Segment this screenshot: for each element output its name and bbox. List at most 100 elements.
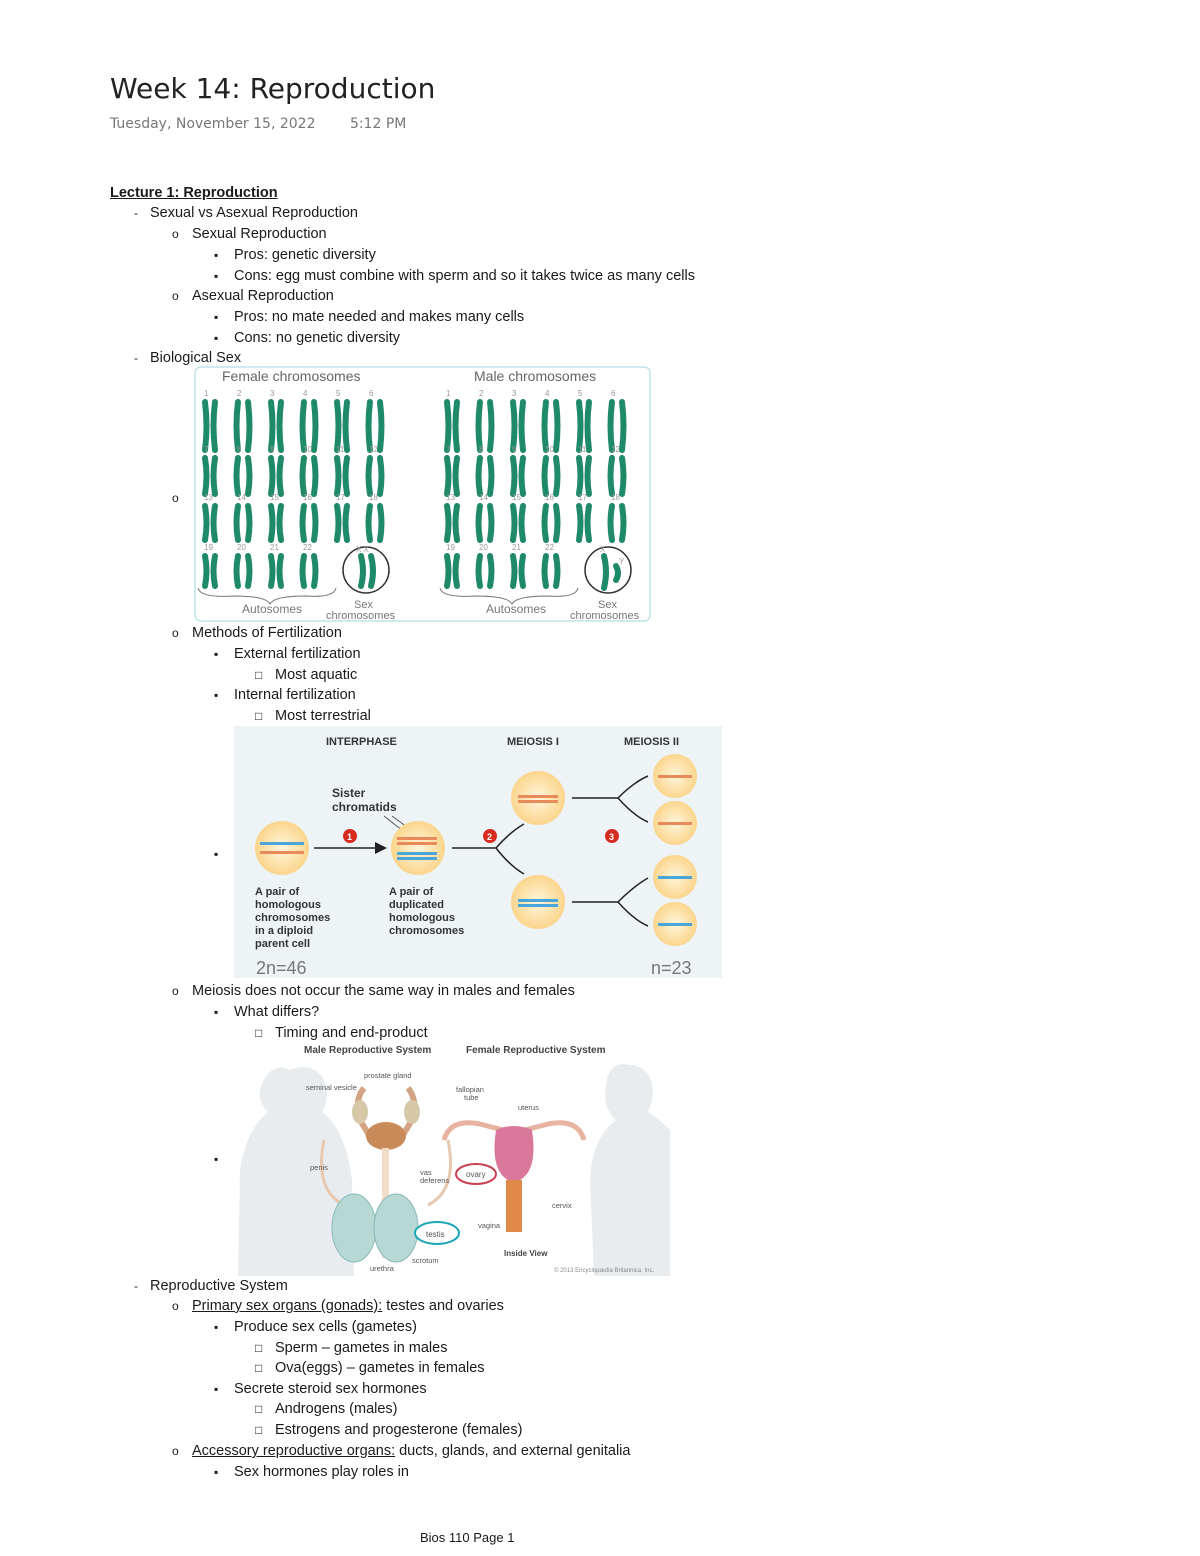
chromosome	[210, 399, 218, 453]
testis-highlight	[414, 1221, 460, 1245]
chromosome	[444, 399, 452, 453]
chromatids-label: chromatids	[332, 800, 397, 814]
bullet-marker: ▪	[214, 1005, 219, 1019]
chromosome	[452, 399, 460, 453]
chromosome	[658, 923, 692, 926]
outline-line: Pros: genetic diversity	[234, 247, 376, 263]
chromosome	[377, 399, 385, 453]
chromatid	[518, 800, 558, 803]
bullet-marker: □	[255, 709, 263, 723]
chromosome	[607, 503, 615, 543]
sex-label-male: Sex	[598, 599, 617, 611]
outline-line: Produce sex cells (gametes)	[234, 1319, 417, 1335]
chromosome	[311, 553, 319, 589]
chromosome	[365, 455, 373, 497]
chromosome	[584, 503, 592, 543]
chromosome	[334, 399, 342, 453]
interphase-label: INTERPHASE	[326, 736, 397, 748]
caption-a-line: homologous	[255, 899, 321, 911]
sex-chromosome	[601, 553, 609, 591]
chromosome	[210, 455, 218, 497]
chromosome	[607, 399, 615, 453]
page-date: Tuesday, November 15, 2022	[110, 116, 316, 132]
chromosome	[541, 553, 549, 589]
outline-line: Meiosis does not occur the same way in m…	[192, 983, 575, 999]
chromosome	[342, 503, 350, 543]
inside-view-label: Inside View	[504, 1249, 548, 1258]
outline-line: Asexual Reproduction	[192, 288, 334, 304]
outline-line: Reproductive System	[150, 1278, 288, 1294]
chromosome-number: 1	[446, 389, 451, 398]
sex-chromosome-letters: X X	[356, 545, 370, 554]
vagina-label: vagina	[478, 1221, 501, 1230]
chromosome	[553, 503, 561, 543]
bullet-marker: ▪	[214, 269, 219, 283]
chromatid	[397, 852, 437, 855]
chromosome	[299, 553, 307, 589]
chromosome-number: 19	[204, 543, 213, 552]
chromosome	[276, 399, 284, 453]
outline-line: Methods of Fertilization	[192, 625, 342, 641]
chromosome-number: 17	[578, 493, 587, 502]
sister-label: Sister	[332, 786, 366, 800]
chromosome-number: 19	[446, 543, 455, 552]
sex-chromosome-circle	[584, 546, 632, 594]
chromosome	[518, 503, 526, 543]
chromosome	[311, 503, 319, 543]
figure-border	[194, 366, 651, 622]
outline-line: Sex hormones play roles in	[234, 1464, 409, 1480]
outline-line: Cons: egg must combine with sperm and so…	[234, 268, 695, 284]
chromosome	[233, 503, 241, 543]
caption-b-line: A pair of	[389, 886, 434, 898]
chromosome-number: 15	[512, 493, 521, 502]
chromosome	[245, 399, 253, 453]
copyright-label: © 2013 Encyclopædia Britannica, Inc.	[554, 1267, 654, 1274]
chromosome-number: 13	[204, 493, 213, 502]
bullet-marker: o	[172, 1444, 179, 1458]
chromosome-number: 22	[545, 543, 554, 552]
bullet-marker: □	[255, 668, 263, 682]
reproductive-system-figure: Male Reproductive System Female Reproduc…	[238, 1045, 670, 1276]
testis-label: testis	[426, 1230, 445, 1239]
chromatid	[518, 904, 558, 907]
chromosome	[245, 503, 253, 543]
chromosome	[342, 399, 350, 453]
chromosome	[268, 455, 276, 497]
figure-background	[234, 726, 722, 978]
chromosome	[444, 455, 452, 497]
chromatid	[518, 795, 558, 798]
split-arrow	[572, 775, 649, 823]
chromosome	[299, 455, 307, 497]
chromosome-number: 3	[270, 389, 275, 398]
split-arrow	[452, 823, 525, 875]
sex-label-female: Sex	[354, 599, 373, 611]
bullet-marker: ▪	[214, 1382, 219, 1396]
chromosome	[518, 553, 526, 589]
outline-line: Biological Sex	[150, 350, 242, 366]
chromosome-number: 9	[512, 445, 517, 454]
chromosome-number: 12	[611, 445, 620, 454]
chromosome	[452, 455, 460, 497]
bullet-marker: □	[255, 1402, 263, 1416]
female-chromosomes-label: Female chromosomes	[222, 368, 361, 384]
sex-chromosomes-label-female: chromosomes	[326, 610, 396, 622]
vagina-shape	[506, 1180, 522, 1232]
outline-line: Pros: no mate needed and makes many cell…	[234, 309, 525, 325]
chromosome-number: 14	[479, 493, 488, 502]
bullet-marker: ▪	[214, 310, 219, 324]
bullet-marker: □	[255, 1026, 263, 1040]
caption-a-line: chromosomes	[255, 912, 330, 924]
caption-a-line: in a diploid	[255, 925, 313, 937]
chromosome	[452, 503, 460, 543]
chromosome	[365, 399, 373, 453]
chromosome-number: 20	[479, 543, 488, 552]
chromosome	[334, 503, 342, 543]
urethra-label: urethra	[370, 1264, 395, 1273]
chromosome	[541, 399, 549, 453]
chromosome-number: 18	[369, 493, 378, 502]
female-system-title: Female Reproductive System	[466, 1045, 606, 1056]
bullet-marker: ▪	[214, 847, 219, 861]
chromosome	[576, 455, 584, 497]
chromosome	[342, 455, 350, 497]
